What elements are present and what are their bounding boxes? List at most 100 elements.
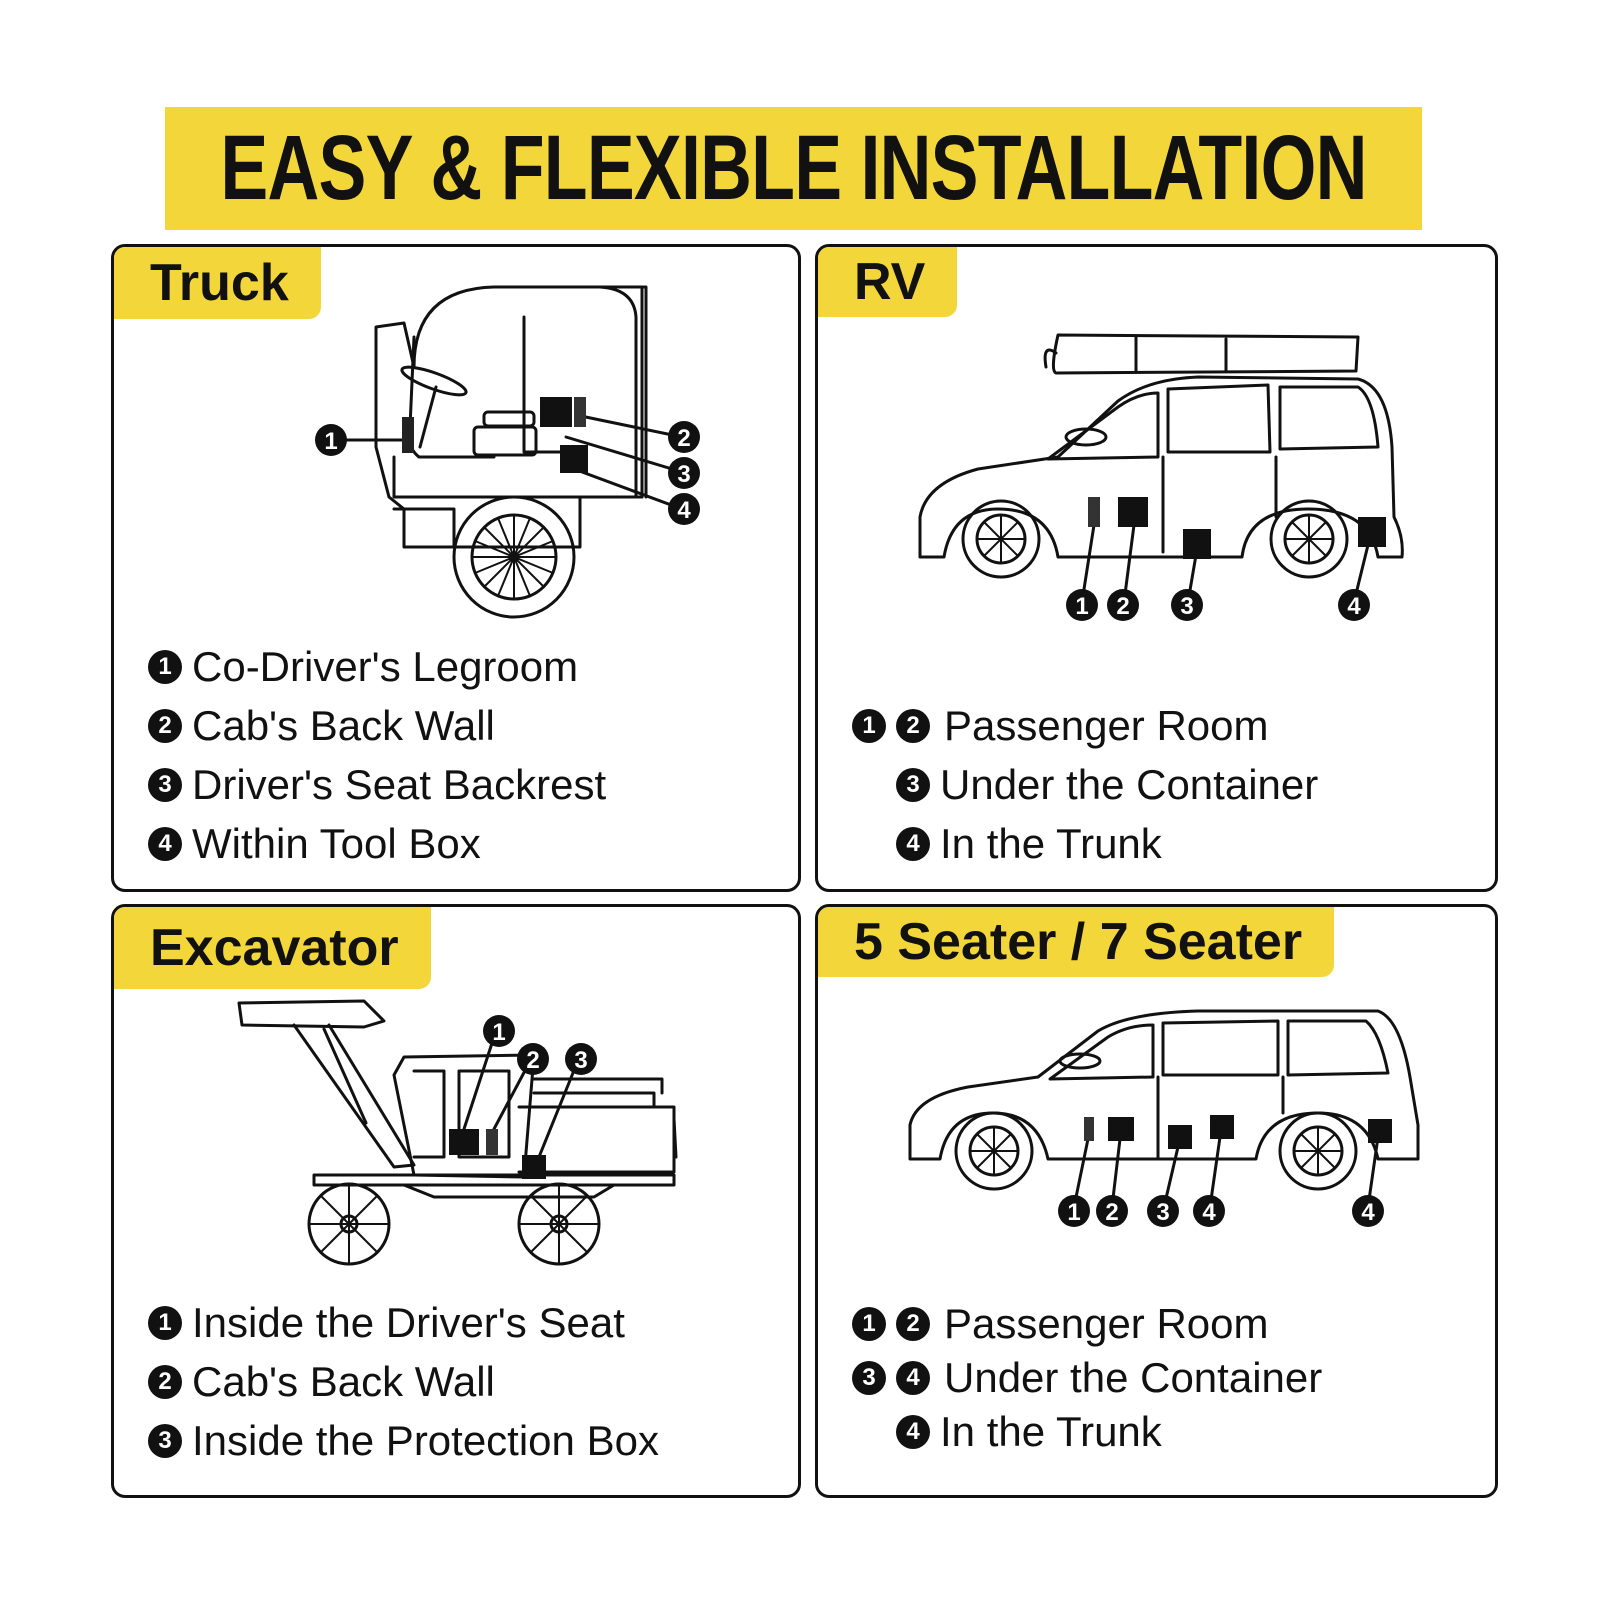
list-item-text: Passenger Room: [944, 1300, 1269, 1347]
seater-tag: 5 Seater / 7 Seater: [818, 907, 1335, 977]
callout-4: 4: [1347, 593, 1361, 620]
list-item: 1 2 Passenger Room: [852, 702, 1269, 750]
suv-wheel-front: [954, 1111, 1034, 1191]
rv-callouts: 1 2 3 4: [1066, 589, 1370, 621]
excavator-callouts: 1 2 3: [483, 1015, 597, 1075]
excavator-panel: Excavator: [111, 904, 801, 1498]
list-item: 3 Under the Container: [896, 761, 1318, 809]
list-item-text: Driver's Seat Backrest: [192, 761, 607, 808]
callout-2: 2: [677, 425, 690, 452]
list-item: 2 Cab's Back Wall: [148, 702, 495, 750]
heater-unit-3: [1168, 1125, 1192, 1149]
seat-shape: [482, 410, 536, 428]
heater-unit-1: [402, 417, 414, 453]
list-item: 1 Co-Driver's Legroom: [148, 643, 578, 691]
callout-3: 3: [1156, 1199, 1169, 1226]
list-item-text: Cab's Back Wall: [192, 702, 495, 749]
heater-unit-1: [1088, 497, 1100, 527]
heater-unit-2: [1118, 497, 1148, 527]
callout-4: 4: [1202, 1199, 1216, 1226]
list-item: 3 4 Under the Container: [852, 1354, 1322, 1402]
number-badge: 1: [852, 709, 886, 743]
list-item: 4 In the Trunk: [896, 1408, 1162, 1456]
list-item-text: Passenger Room: [944, 702, 1269, 749]
heater-unit-1: [449, 1129, 479, 1155]
list-item: 4 Within Tool Box: [148, 820, 481, 868]
callout-2: 2: [1116, 593, 1129, 620]
callout-2: 2: [526, 1047, 539, 1074]
list-item-text: In the Trunk: [940, 820, 1162, 867]
steering-wheel-shape: [400, 365, 468, 397]
number-badge: 4: [148, 827, 182, 861]
callout-1: 1: [1067, 1199, 1080, 1226]
heater-unit-2: [1108, 1117, 1134, 1141]
list-item-text: Inside the Protection Box: [192, 1417, 659, 1464]
truck-illustration: 1 2 3 4: [315, 285, 700, 619]
truck-panel: Truck: [111, 244, 801, 892]
callout-1: 1: [1075, 593, 1088, 620]
rv-tag: RV: [818, 247, 958, 317]
excavator-bucket: [237, 999, 386, 1029]
list-item: 1 2 Passenger Room: [852, 1300, 1269, 1348]
callout-3: 3: [574, 1047, 587, 1074]
rv-panel: RV: [815, 244, 1498, 892]
list-item: 1 Inside the Driver's Seat: [148, 1299, 625, 1347]
list-item: 3 Driver's Seat Backrest: [148, 761, 606, 809]
heater-unit-3: [522, 1155, 546, 1179]
number-badge: 1: [148, 650, 182, 684]
rv-body: [918, 375, 1404, 559]
number-badge: 3: [852, 1361, 886, 1395]
heater-unit-4: [1358, 517, 1386, 547]
list-item-text: Cab's Back Wall: [192, 1358, 495, 1405]
excavator-cab: [392, 1053, 536, 1179]
excavator-tag: Excavator: [114, 907, 431, 989]
number-badge: 2: [896, 1307, 930, 1341]
number-badge: 3: [148, 768, 182, 802]
list-item: 2 Cab's Back Wall: [148, 1358, 495, 1406]
heater-unit-4: [560, 445, 588, 473]
list-item: 3 Inside the Protection Box: [148, 1417, 659, 1465]
number-badge: 2: [148, 1365, 182, 1399]
callout-4: 4: [677, 497, 691, 524]
list-item-text: Co-Driver's Legroom: [192, 643, 579, 690]
number-badge: 4: [896, 827, 930, 861]
list-item-text: Under the Container: [940, 761, 1319, 808]
truck-cab-outline: [374, 285, 644, 549]
heater-unit-3: [1183, 529, 1211, 559]
heater-unit-1: [1084, 1117, 1094, 1141]
page-title: EASY & FLEXIBLE INSTALLATION: [220, 117, 1367, 219]
truck-wheel: [452, 495, 576, 619]
seater-panel: 5 Seater / 7 Seater: [815, 904, 1498, 1498]
truck-callouts: 1 2 3 4: [315, 421, 700, 525]
list-item: 4 In the Trunk: [896, 820, 1162, 868]
list-item-text: Under the Container: [944, 1354, 1323, 1401]
rv-illustration: 1 2 3 4: [918, 333, 1404, 621]
callout-1: 1: [324, 428, 337, 455]
heater-unit-2: [540, 397, 572, 427]
number-badge: 3: [896, 768, 930, 802]
number-badge: 4: [896, 1415, 930, 1449]
list-item-text: Within Tool Box: [192, 820, 481, 867]
suv-wheel-rear: [1278, 1111, 1358, 1191]
heater-unit-4b: [1368, 1119, 1392, 1143]
callout-4b: 4: [1361, 1199, 1375, 1226]
number-badge: 1: [148, 1306, 182, 1340]
number-badge: 4: [896, 1361, 930, 1395]
truck-tag: Truck: [114, 247, 321, 319]
heater-unit-4a: [1210, 1115, 1234, 1139]
number-badge: 2: [896, 709, 930, 743]
seater-callouts: 1 2 3 4 4: [1058, 1195, 1384, 1227]
number-badge: 2: [148, 709, 182, 743]
callout-3: 3: [677, 461, 690, 488]
number-badge: 1: [852, 1307, 886, 1341]
callout-2: 2: [1105, 1199, 1118, 1226]
title-banner: EASY & FLEXIBLE INSTALLATION: [165, 107, 1422, 230]
rv-wheel-rear: [1269, 499, 1349, 579]
seater-illustration: 1 2 3 4 4: [908, 1009, 1420, 1227]
excavator-illustration: 1 2 3: [237, 999, 678, 1266]
heater-unit-2: [486, 1129, 498, 1155]
callout-3: 3: [1180, 593, 1193, 620]
roof-box: [1051, 333, 1360, 375]
callout-1: 1: [492, 1019, 505, 1046]
rv-wheel-front: [961, 499, 1041, 579]
